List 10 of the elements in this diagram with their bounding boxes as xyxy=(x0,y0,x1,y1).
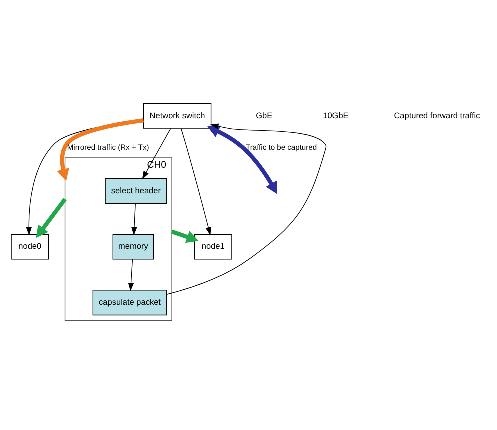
arrow xyxy=(57,118,144,182)
arrow xyxy=(128,259,134,292)
arrow xyxy=(171,230,199,244)
arrow xyxy=(142,128,172,180)
arrow xyxy=(180,128,212,236)
arrow xyxy=(36,198,67,238)
arrow xyxy=(166,124,327,295)
arrow xyxy=(132,203,138,236)
edge-label: Traffic to be captured xyxy=(246,142,318,152)
edge-label: Mirrored traffic (Rx + Tx) xyxy=(67,142,150,152)
